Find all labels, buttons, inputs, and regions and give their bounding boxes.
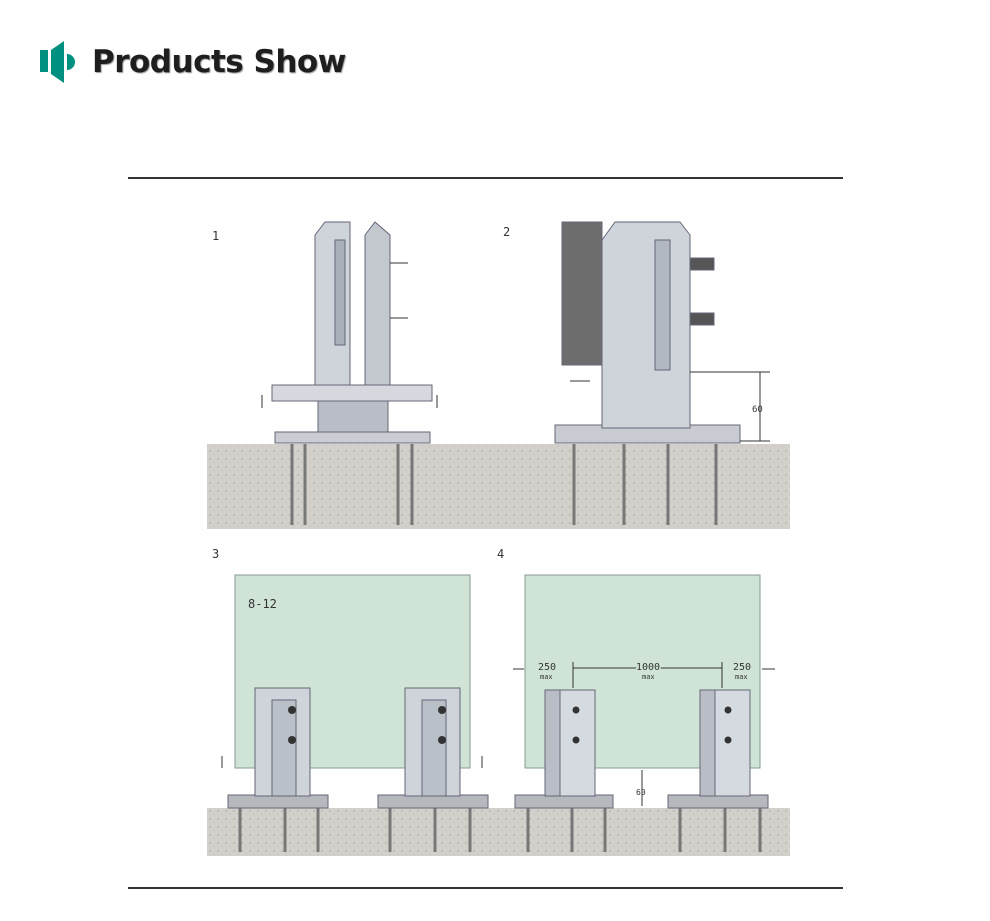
concrete-top (207, 444, 790, 529)
left-spacing-label: 250 (538, 662, 556, 673)
left-spacing-sub: max (540, 673, 553, 681)
gap-label: 8-12 (248, 597, 277, 611)
mid-spacing-label: 1000 (636, 662, 660, 673)
height-label: 60 (636, 788, 646, 797)
bottom-divider (128, 887, 843, 889)
post-1 (271, 221, 433, 444)
section-header: Products Show (40, 40, 346, 84)
right-spacing-label: 250 (733, 662, 751, 673)
top-divider (128, 177, 843, 179)
step-number: 3 (212, 547, 219, 561)
step-number: 1 (212, 229, 219, 243)
speaker-icon (40, 41, 75, 83)
step-number: 4 (497, 547, 504, 561)
step-number: 2 (503, 225, 510, 239)
post-2 (554, 221, 741, 444)
concrete-bottom (207, 808, 790, 856)
height-label: 60 (752, 405, 763, 415)
mid-spacing-sub: max (642, 673, 655, 681)
page-title: Products Show (92, 44, 346, 80)
right-spacing-sub: max (735, 673, 748, 681)
